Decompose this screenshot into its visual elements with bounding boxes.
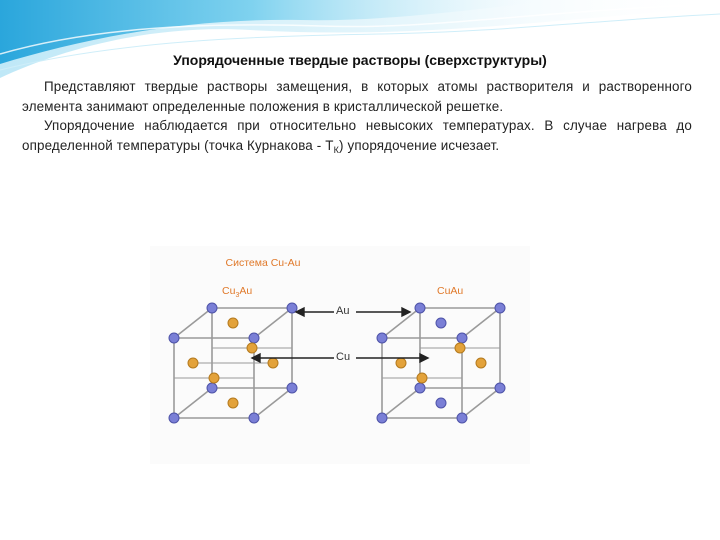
au-arrow-label: Au xyxy=(336,305,350,317)
cu-arrow-label: Cu xyxy=(336,351,351,363)
arrows xyxy=(250,306,430,364)
cu3au-label: Cu3Au xyxy=(222,285,252,299)
kurnakov-subscript: К xyxy=(333,144,339,155)
body-text: Представляют твердые растворы замещения,… xyxy=(22,77,692,160)
cu3au-cu-atoms xyxy=(187,317,279,409)
paragraph-ordering-tail: ) упорядочение исчезает. xyxy=(339,137,500,153)
figure-title: Система Cu-Au xyxy=(225,257,301,269)
cu3au-label-tail: Au xyxy=(239,285,253,297)
paragraph-definition: Представляют твердые растворы замещения,… xyxy=(22,79,692,114)
cu3au-label-main: Cu xyxy=(222,285,236,297)
slide-title: Упорядоченные твердые растворы (сверхстр… xyxy=(173,52,547,68)
cu-au-lattice-figure xyxy=(150,246,530,464)
header-banner xyxy=(0,0,720,78)
cu3au-au-atoms xyxy=(168,302,298,424)
paragraph-ordering-text: Упорядочение наблюдается при относительн… xyxy=(22,118,692,153)
cuau-label: CuAu xyxy=(437,285,464,297)
cuau-au-atoms xyxy=(376,302,506,424)
cu3au-label-sub: 3 xyxy=(235,292,240,300)
paragraph-ordering: Упорядочение наблюдается при относительн… xyxy=(22,116,692,160)
